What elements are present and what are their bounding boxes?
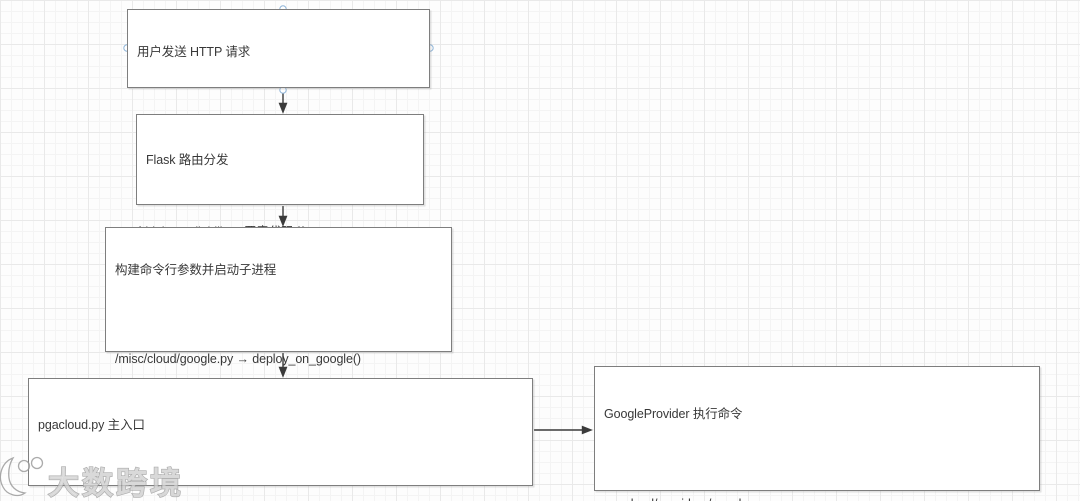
- flow-node-flask-routing[interactable]: Flask 路由分发 /misc/cloud/__init__.py → dep…: [136, 114, 424, 347]
- node-title: GoogleProvider 执行命令: [604, 407, 743, 421]
- node-title: 用户发送 HTTP 请求: [137, 45, 251, 59]
- flow-node-build-args[interactable]: 构建命令行参数并启动子进程 /misc/cloud/google.py → de…: [105, 227, 452, 455]
- node-line: [137, 90, 420, 105]
- watermark: 大数跨境: [0, 456, 184, 501]
- node-title: 构建命令行参数并启动子进程: [115, 262, 277, 277]
- node-line: pgacloud/providers/google.py: [604, 497, 1030, 501]
- node-line: [146, 198, 414, 213]
- node-title: Flask 路由分发: [146, 153, 229, 167]
- flow-node-google-provider[interactable]: GoogleProvider 执行命令 pgacloud/providers/g…: [594, 366, 1040, 501]
- node-title: pgacloud.py 主入口: [38, 418, 145, 432]
- node-line: /misc/cloud/google.py → deploy_on_google…: [115, 351, 361, 366]
- node-line: [604, 452, 1030, 467]
- watermark-text: 大数跨境: [48, 466, 184, 501]
- flow-node-pgacloud-entry[interactable]: pgacloud.py 主入口 pgacloud/pgacloud.py → m…: [28, 378, 533, 486]
- connector-entry-to-provider[interactable]: [534, 425, 593, 435]
- flow-node-http-request[interactable]: 用户发送 HTTP 请求 POST /cloud/deploy {"cloud"…: [127, 9, 430, 239]
- node-line: [115, 307, 442, 322]
- logo-swoosh-icon: [0, 456, 44, 497]
